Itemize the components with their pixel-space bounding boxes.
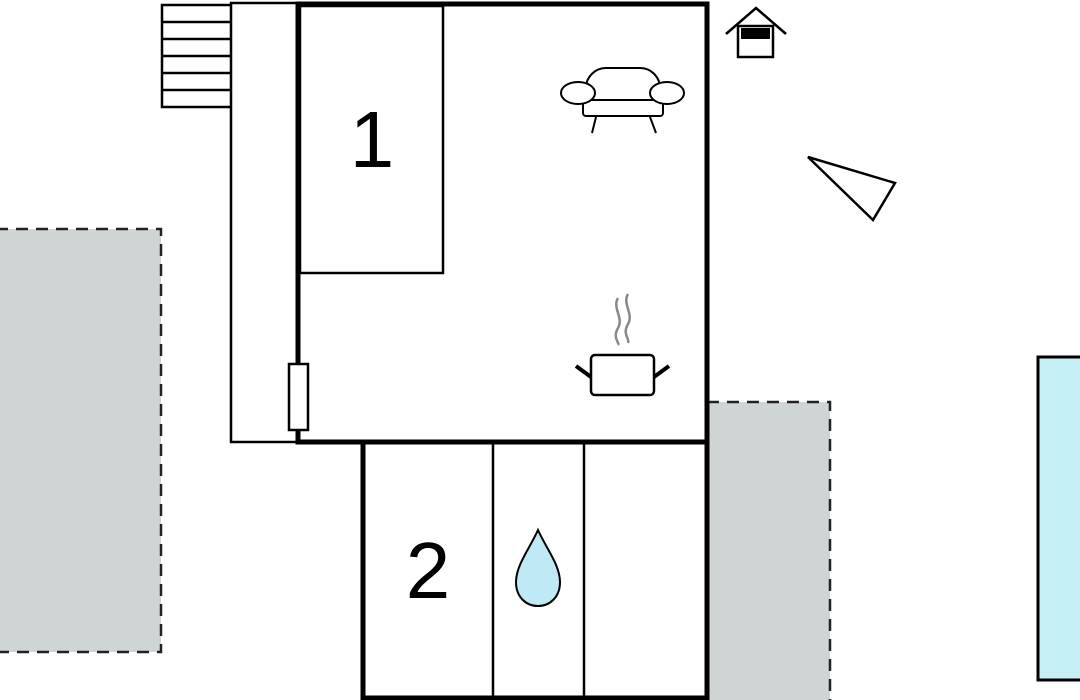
sofa-icon	[560, 67, 685, 134]
cooking-pot-icon	[574, 293, 671, 397]
terrace-right	[705, 400, 832, 700]
room-number-2: 2	[406, 526, 451, 615]
compass-triangle-icon	[807, 155, 897, 222]
door-icon	[287, 362, 310, 432]
bedroom-1	[298, 4, 445, 275]
corridor	[229, 1, 300, 444]
room-number-1: 1	[350, 95, 395, 184]
house-icon	[725, 6, 787, 59]
stairs-icon	[160, 3, 234, 109]
water-drop-icon	[514, 527, 562, 608]
terrace-left	[0, 227, 163, 654]
pool	[1036, 355, 1080, 682]
